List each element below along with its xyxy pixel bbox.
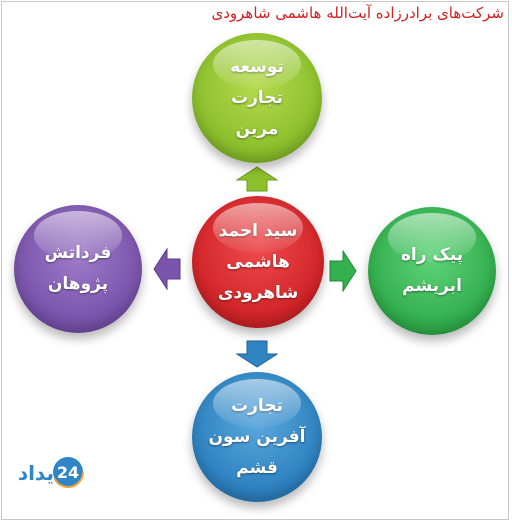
node-label-line: قشم — [236, 457, 278, 478]
logo-number: 24 — [57, 463, 79, 482]
arrow-down-icon — [236, 340, 278, 368]
node-label-line: ابریشم — [402, 276, 462, 296]
node-label-line: سید احمد — [218, 220, 298, 241]
arrow-right-icon — [329, 250, 357, 292]
node-label-line: پیک راه — [400, 245, 464, 265]
node-label-line: تجارت — [231, 87, 283, 108]
yadda24-logo: 24 یداد — [10, 452, 85, 496]
node-label-line: شاهرودی — [217, 282, 299, 303]
logo-text: یداد — [18, 461, 54, 485]
diagram-title: شرکت‌های برادرزاده آیت‌الله هاشمی شاهرود… — [211, 4, 504, 22]
node-label-line: مرین — [235, 118, 279, 139]
node-label-line: فرداتش — [44, 243, 112, 263]
arrow-left-icon — [153, 248, 181, 290]
arrow-up-icon — [236, 166, 278, 192]
node-center-person: سید احمد هاشمی شاهرودی — [192, 196, 324, 328]
node-label-line: تجارت — [231, 395, 283, 416]
node-label-line: آفرین سون — [208, 426, 306, 447]
node-tosee-tejarat-marin: توسعه تجارت مرین — [192, 33, 322, 163]
node-peyk-rah-abrisham: پیک راه ابریشم — [368, 207, 496, 335]
node-tejarat-afarin-sun-qeshm: تجارت آفرین سون قشم — [192, 372, 322, 502]
node-label-line: هاشمی — [226, 251, 290, 272]
node-label-line: پژوهان — [47, 274, 109, 294]
node-label-line: توسعه — [230, 56, 284, 77]
node-fardatesh-pajohan: فرداتش پژوهان — [14, 205, 142, 333]
logo-mark-icon: 24 یداد — [18, 456, 84, 488]
